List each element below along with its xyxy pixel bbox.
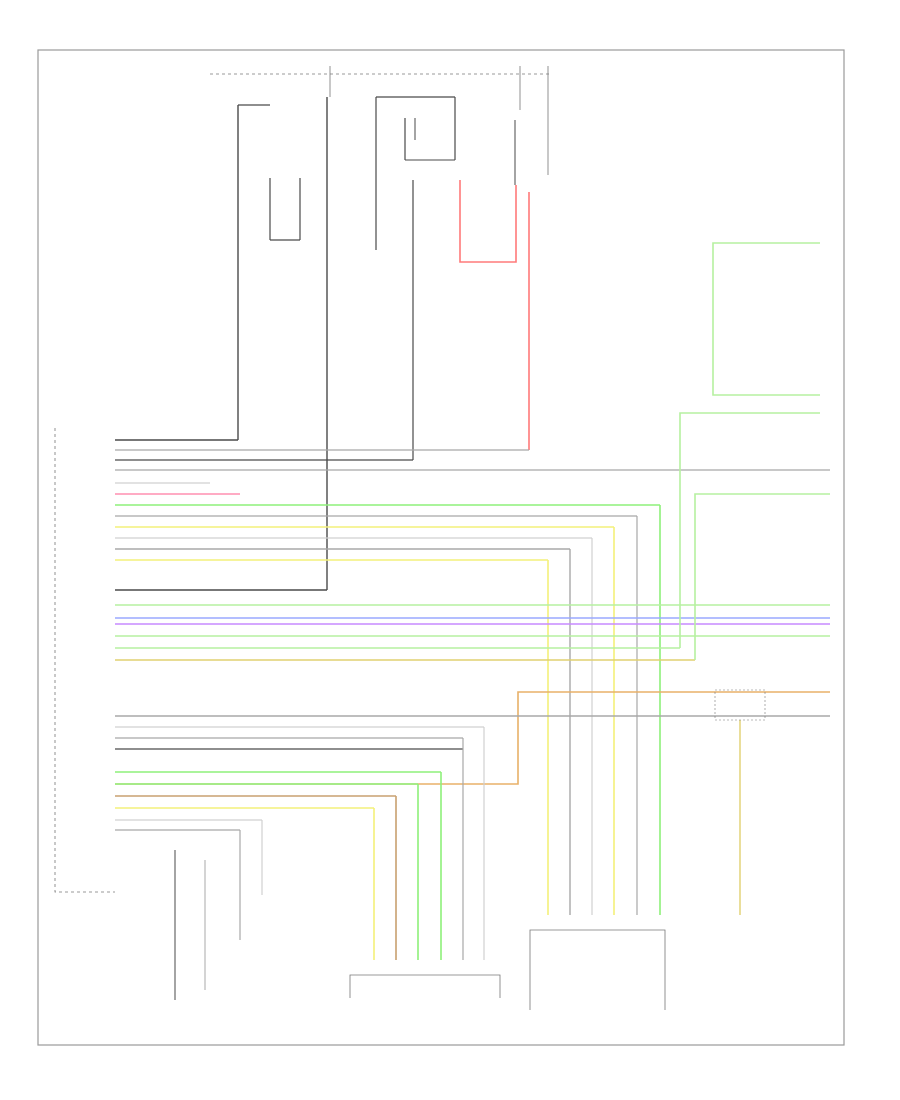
connector-bottom-right bbox=[529, 929, 666, 1010]
green-loop bbox=[712, 242, 820, 396]
red-wire bbox=[459, 180, 517, 263]
ecm-connector-outline bbox=[54, 428, 115, 893]
sensor-box bbox=[714, 689, 766, 721]
diagram-frame bbox=[37, 49, 845, 1046]
green-feed-2 bbox=[679, 412, 820, 648]
green-feed-3 bbox=[694, 493, 830, 660]
connector-bottom-center bbox=[349, 974, 501, 998]
